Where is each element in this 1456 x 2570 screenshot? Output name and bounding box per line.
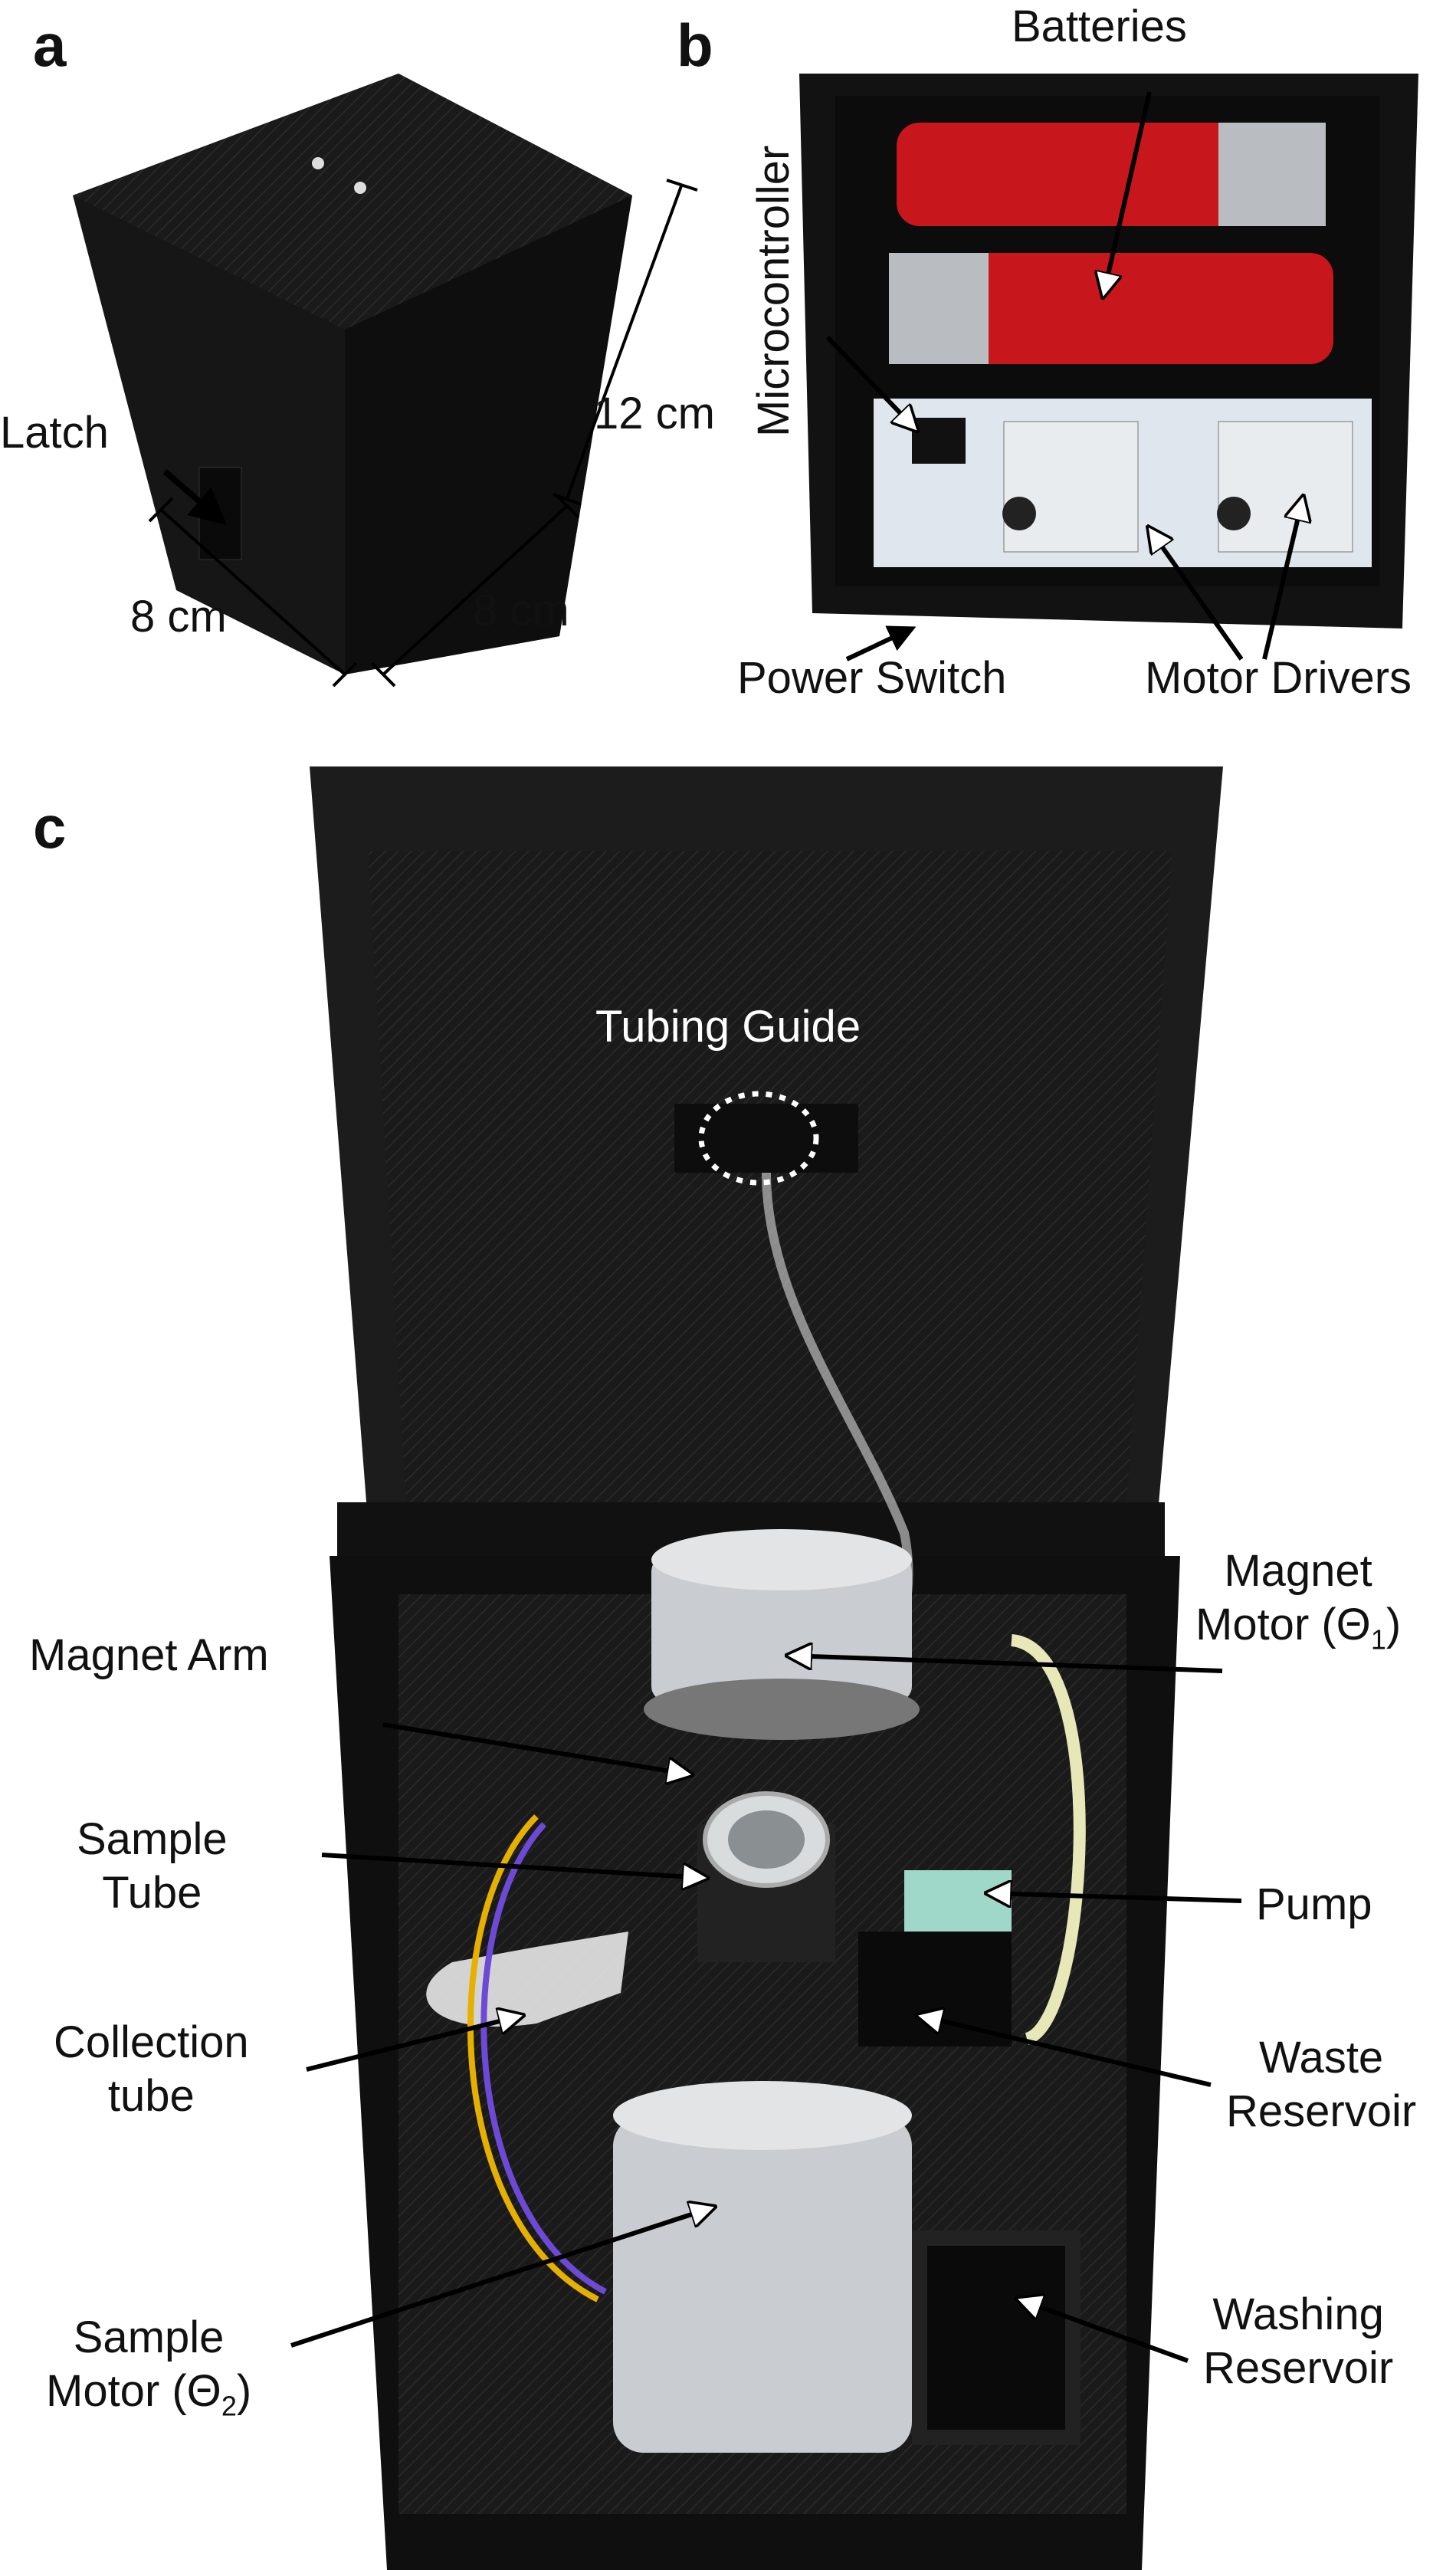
tubing-guide-highlight bbox=[698, 1091, 819, 1186]
sample-motor-subscript: 2 bbox=[221, 2390, 237, 2422]
sample-motor-label-line2: Motor (Θ2) bbox=[46, 2365, 252, 2422]
battery bbox=[889, 123, 1333, 364]
panel-b-letter: b bbox=[677, 11, 713, 79]
magnet-motor-subscript: 1 bbox=[1370, 1623, 1386, 1656]
panel-b-photo bbox=[799, 74, 1418, 629]
pump-label: Pump bbox=[1256, 1879, 1372, 1929]
sample-motor-text: Motor (Θ bbox=[46, 2365, 221, 2416]
panel-c-arrows bbox=[290, 1656, 1242, 2363]
motor-drivers-label: Motor Drivers bbox=[1145, 653, 1412, 703]
magnet-motor-label-line2: Motor (Θ1) bbox=[1195, 1599, 1402, 1656]
panel-a-letter: a bbox=[33, 11, 67, 79]
magnet-motor-label-line1: Magnet bbox=[1224, 1546, 1372, 1596]
washing-reservoir-label-line2: Reservoir bbox=[1203, 2342, 1394, 2393]
collection-tube-label-line2: tube bbox=[107, 2070, 195, 2121]
panel-c-letter: c bbox=[33, 793, 67, 861]
height-dimension-label: 12 cm bbox=[594, 389, 715, 438]
microcontroller-label: Microcontroller bbox=[749, 145, 799, 437]
sample-tube-label: Sample Tube bbox=[77, 1813, 228, 1919]
width-left-dimension-label: 8 cm bbox=[130, 592, 227, 642]
waste-reservoir-label-line2: Reservoir bbox=[1226, 2086, 1417, 2136]
collection-tube-label-line1: Collection bbox=[54, 2017, 249, 2067]
panel-c-photo bbox=[310, 766, 1223, 2570]
magnet-arm-label: Magnet Arm bbox=[29, 1630, 269, 1680]
washing-reservoir-label-line1: Washing bbox=[1212, 2289, 1384, 2339]
sample-motor bbox=[613, 2081, 912, 2453]
pump bbox=[904, 1870, 1012, 1932]
collection-tube-label: Collection tube bbox=[54, 2016, 249, 2122]
magnet-motor-label: Magnet Motor (Θ1) bbox=[1195, 1544, 1401, 1656]
sample-motor-label-line1: Sample bbox=[73, 2312, 225, 2362]
sample-tube-label-line1: Sample bbox=[77, 1814, 228, 1864]
washing-reservoir-label: Washing Reservoir bbox=[1203, 2288, 1393, 2394]
panel-b-arrows bbox=[825, 91, 1303, 661]
collection-tube bbox=[426, 1932, 628, 2027]
sample-tube-label-line2: Tube bbox=[102, 1867, 202, 1918]
tubing-guide-label: Tubing Guide bbox=[595, 1002, 861, 1052]
magnet-motor bbox=[651, 1529, 912, 1702]
magnet-motor-text: Motor (Θ bbox=[1195, 1599, 1371, 1649]
batteries-label: Batteries bbox=[1012, 2, 1187, 51]
power-switch-label: Power Switch bbox=[737, 653, 1007, 703]
panel-a-dimension-lines bbox=[148, 179, 698, 688]
waste-reservoir-label-line1: Waste bbox=[1258, 2033, 1384, 2083]
width-right-dimension-label: 8 cm bbox=[473, 586, 569, 635]
latch-label: Latch bbox=[0, 408, 109, 458]
sample-motor-label: Sample Motor (Θ2) bbox=[46, 2311, 251, 2422]
waste-reservoir-label: Waste Reservoir bbox=[1226, 2031, 1416, 2138]
